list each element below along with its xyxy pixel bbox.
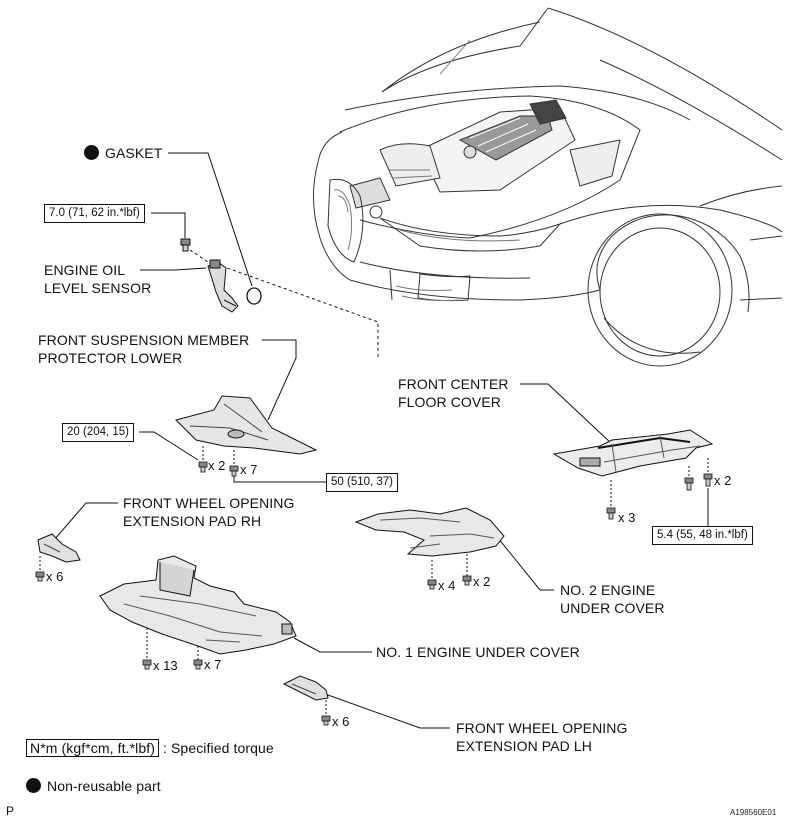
qty-floor-a: x 2 <box>714 473 732 488</box>
corner-left-mark: P <box>6 804 15 818</box>
no2-label-line2: UNDER COVER <box>560 600 665 616</box>
front-center-floor-cover <box>552 429 714 477</box>
non-reusable-dot-icon <box>84 145 99 160</box>
fwrh-label-line1: FRONT WHEEL OPENING <box>123 495 295 511</box>
no2-label-line1: NO. 2 ENGINE <box>560 582 656 598</box>
sensor-bolt <box>180 238 191 252</box>
qty-fsm-b: x 7 <box>240 462 258 477</box>
torque-oil-sensor: 7.0 (71, 62 in.*lbf) <box>44 204 145 223</box>
qty-no2-b: x 2 <box>473 574 491 589</box>
engine-oil-label-line1: ENGINE OIL <box>44 262 126 278</box>
leader-lines <box>39 152 709 729</box>
torque-fsm-a: 20 (204, 15) <box>62 423 135 442</box>
torque-floor-cover: 5.4 (55, 48 in.*lbf) <box>652 526 753 545</box>
engine-oil-level-sensor <box>207 259 239 313</box>
legend-torque-text: : Specified torque <box>163 740 274 756</box>
qty-fsm-a: x 2 <box>208 458 226 473</box>
torque-fsm-b: 50 (510, 37) <box>326 473 399 492</box>
gasket-ring <box>246 287 262 305</box>
vehicle-front-illustration <box>312 7 783 367</box>
qty-pad-rh: x 6 <box>46 569 64 584</box>
fsm-label-line1: FRONT SUSPENSION MEMBER <box>38 332 250 348</box>
no1-engine-under-cover <box>99 555 297 655</box>
qty-pad-lh: x 6 <box>332 714 350 729</box>
gasket-text: GASKET <box>105 145 163 161</box>
front-suspension-member-protector <box>175 395 318 455</box>
fwlh-label-line2: EXTENSION PAD LH <box>456 738 592 754</box>
fwlh-label-line1: FRONT WHEEL OPENING <box>456 720 628 736</box>
fsm-label-line2: PROTECTOR LOWER <box>38 350 183 366</box>
qty-no2-a: x 4 <box>438 578 456 593</box>
fcf-label-line2: FLOOR COVER <box>398 394 502 410</box>
no1-label: NO. 1 ENGINE UNDER COVER <box>376 644 580 660</box>
fcf-label-line1: FRONT CENTER <box>398 376 509 392</box>
front-wheel-opening-pad-rh <box>37 533 81 563</box>
bolt-icons <box>35 461 713 726</box>
qty-no1-a: x 13 <box>153 658 178 673</box>
no2-engine-under-cover <box>354 507 505 557</box>
qty-floor-b: x 3 <box>618 510 636 525</box>
legend-torque-box: N*m (kgf*cm, ft.*lbf) <box>26 739 160 757</box>
qty-no1-b: x 7 <box>204 657 222 672</box>
legend-torque: N*m (kgf*cm, ft.*lbf) : Specified torque <box>26 739 274 757</box>
fwrh-label-line2: EXTENSION PAD RH <box>123 513 262 529</box>
figure-id: A198560E01 <box>730 808 777 817</box>
front-wheel-opening-pad-lh <box>282 675 329 701</box>
legend-nonreusable-text: Non-reusable part <box>47 778 161 794</box>
engine-oil-label-line2: LEVEL SENSOR <box>44 280 152 296</box>
gasket-label: GASKET <box>84 144 162 162</box>
legend-nonreusable: Non-reusable part <box>26 777 161 795</box>
non-reusable-dot-icon <box>26 778 41 793</box>
